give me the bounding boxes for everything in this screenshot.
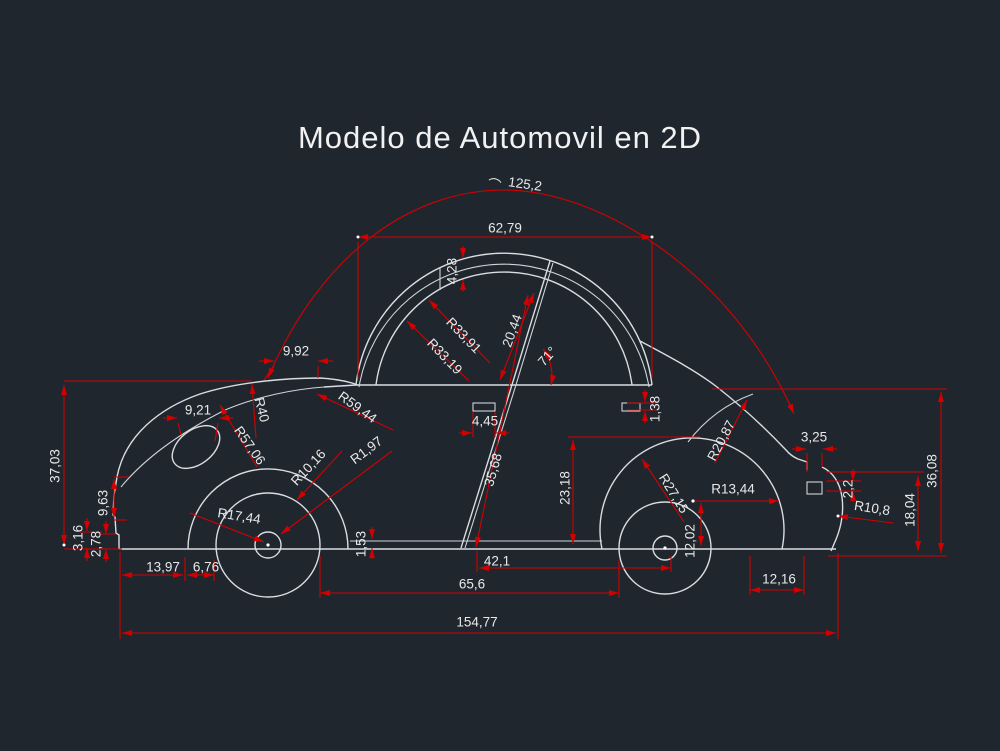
rear-wheel-center — [663, 546, 667, 550]
dim-2-78-label: 2,78 — [89, 531, 104, 557]
beltline — [323, 384, 652, 388]
angle-arc-71 — [542, 348, 557, 386]
dimension-lines — [61, 189, 947, 639]
arc-length-symbol-label: ⌒ — [486, 176, 503, 194]
dim-6-76-label: 6,76 — [193, 560, 219, 575]
dim-12-16-label: 12,16 — [762, 572, 796, 587]
dim-r1-97-label: R1,97 — [348, 433, 386, 467]
dim-36-08-label: 36,08 — [925, 454, 940, 488]
dim-r59-44-label: R59,44 — [336, 388, 380, 426]
dim-4-28-label: 4,28 — [445, 258, 460, 284]
canopy-outer-arc — [355, 252, 653, 386]
tail-light — [806, 481, 823, 495]
ref-dot — [62, 543, 66, 547]
canopy-inner-arc — [375, 271, 633, 386]
dim-1-53-label: 1,53 — [354, 531, 369, 557]
leader-r10-16 — [296, 450, 343, 501]
dim-9-92-label: 9,92 — [283, 344, 309, 359]
leader-r27-15 — [641, 458, 685, 523]
front-wheel — [215, 492, 321, 598]
leader-r1-97 — [280, 450, 393, 535]
drawing-title: Modelo de Automovil en 2D — [297, 120, 703, 155]
dim-arc-125-2-label: 125,2 — [507, 174, 543, 194]
dim-13-97-label: 13,97 — [146, 560, 180, 575]
dim-r17-44-label: R17,44 — [216, 505, 262, 527]
dim-r13-44-label: R13,44 — [711, 482, 755, 497]
rear-bumper — [821, 466, 844, 552]
dim-3-16-label: 3,16 — [71, 525, 86, 551]
dim-r10-8-label: R10,8 — [853, 498, 891, 518]
dim-23-18-label: 23,18 — [558, 471, 573, 505]
dim-1-38-label: 1,38 — [648, 396, 663, 422]
leader-r17-44 — [189, 512, 265, 543]
dim-3-25-label: 3,25 — [801, 430, 827, 445]
dim-9-63-label: 9,63 — [96, 490, 111, 516]
front-wheel-hub — [254, 531, 282, 559]
leader-r33-19 — [406, 320, 470, 382]
ref-dot — [836, 514, 840, 518]
front-wheel-arch — [187, 468, 349, 550]
door-split-line-2 — [464, 262, 554, 549]
front-door-handle — [472, 402, 496, 412]
dim-18-04-label: 18,04 — [903, 493, 918, 527]
dim-9-21-label: 9,21 — [185, 403, 211, 418]
dim-r33-19-label: R33,19 — [424, 335, 465, 377]
dim-37-03-label: 37,03 — [48, 449, 63, 483]
ref-dot — [650, 235, 654, 239]
rear-deck — [639, 340, 808, 470]
leader-r10-8 — [837, 514, 894, 524]
rear-wheel-hub — [652, 535, 678, 561]
ref-dot — [356, 235, 360, 239]
dim-65-6-label: 65,6 — [459, 577, 485, 592]
ext-9-92-l — [263, 365, 275, 381]
leader-r59-44 — [316, 393, 394, 431]
dim-4-45-label: 4,45 — [472, 414, 498, 429]
leader-r20-87 — [714, 399, 748, 464]
dim-35-68-label: 35,68 — [481, 451, 505, 488]
dim-r10-16-label: R10,16 — [288, 446, 329, 488]
dimline-35-68 — [475, 294, 529, 548]
dim-r20-87-label: R20,87 — [704, 418, 738, 463]
dim-r40-label: R40 — [252, 396, 273, 424]
dim-71deg-label: 71° — [535, 344, 560, 369]
ext-9-21-r — [214, 422, 219, 442]
rear-arch-center-dot — [691, 499, 695, 503]
ext-9-21-l — [177, 422, 182, 436]
rear-wheel — [618, 501, 712, 595]
leader-r57-06 — [219, 404, 258, 468]
dim-42-1-label: 42,1 — [484, 554, 510, 569]
dim-12-02-label: 12,02 — [683, 524, 698, 558]
dim-154-77-label: 154,77 — [456, 615, 497, 630]
front-wheel-center — [266, 543, 270, 547]
canopy-outer-arc-twin — [358, 263, 650, 388]
leader-r40 — [249, 383, 257, 439]
dim-r57-06-label: R57,06 — [231, 423, 268, 467]
rear-wheel-arch — [599, 437, 785, 550]
dim-62-79-label: 62,79 — [488, 221, 522, 236]
dim-2-2-label: 2,2 — [841, 480, 856, 499]
dim-r27-15-label: R27,15 — [656, 471, 692, 516]
arc-125-2-line — [267, 189, 795, 415]
leader-r33-91 — [428, 299, 491, 364]
